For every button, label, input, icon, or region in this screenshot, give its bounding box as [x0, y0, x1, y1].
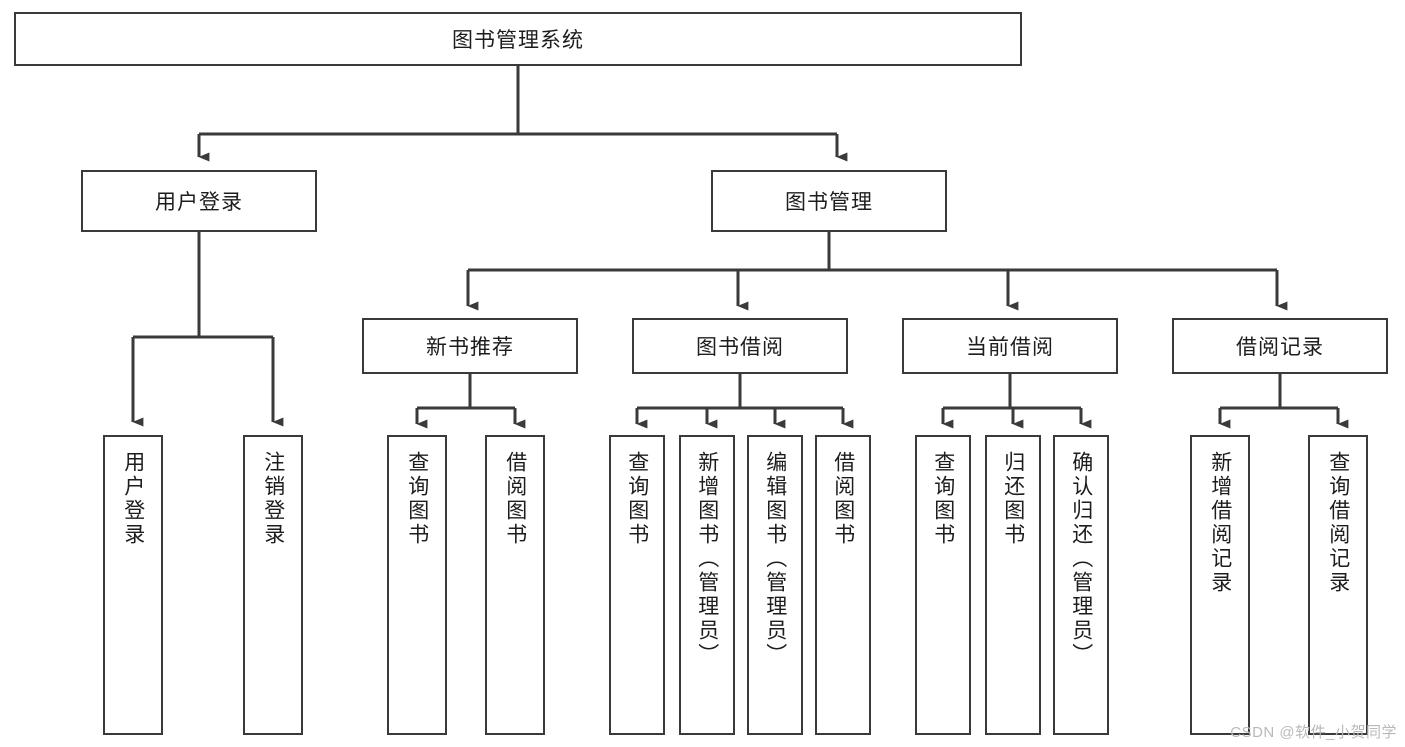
new-book-recommend-to-leaves-connectors	[415, 374, 526, 429]
node-book-borrow[interactable]: 图书借阅	[632, 318, 848, 374]
node-current-borrow[interactable]: 当前借阅	[902, 318, 1118, 374]
node-leaf-add-book-admin-label: 新增图书（管理员）	[695, 451, 719, 667]
node-leaf-query-book-borrow-label: 查询图书	[625, 451, 649, 547]
node-user-login[interactable]: 用户登录	[81, 170, 317, 232]
node-user-login-label: 用户登录	[155, 191, 243, 214]
watermark-text: CSDN @软件_小贺同学	[1230, 724, 1397, 741]
node-new-book-recommend-label: 新书推荐	[426, 336, 514, 359]
node-leaf-query-book-cur-label: 查询图书	[931, 451, 955, 547]
node-new-book-recommend[interactable]: 新书推荐	[362, 318, 578, 374]
node-leaf-return-book-label: 归还图书	[1001, 451, 1025, 547]
node-root-label: 图书管理系统	[452, 29, 584, 52]
node-leaf-borrow-book-label: 借阅图书	[831, 451, 855, 547]
book-borrow-to-leaves-connectors	[635, 374, 854, 429]
node-book-borrow-label: 图书借阅	[696, 336, 784, 359]
node-leaf-borrow-book-rec[interactable]: 借阅图书	[485, 435, 545, 735]
node-leaf-confirm-return-admin[interactable]: 确认归还（管理员）	[1053, 435, 1109, 735]
node-leaf-borrow-book-rec-label: 借阅图书	[503, 451, 527, 547]
node-leaf-logout-label: 注销登录	[261, 451, 285, 547]
node-leaf-query-book-borrow[interactable]: 查询图书	[609, 435, 665, 735]
node-leaf-add-borrow-record-label: 新增借阅记录	[1208, 451, 1232, 595]
root-to-level2-connectors	[197, 66, 848, 162]
node-leaf-query-book-cur[interactable]: 查询图书	[915, 435, 971, 735]
node-borrow-record-label: 借阅记录	[1236, 336, 1324, 359]
node-leaf-query-borrow-record-label: 查询借阅记录	[1326, 451, 1350, 595]
node-leaf-return-book[interactable]: 归还图书	[985, 435, 1041, 735]
node-leaf-logout[interactable]: 注销登录	[243, 435, 303, 735]
current-borrow-to-leaves-connectors	[941, 374, 1092, 429]
node-leaf-query-book-rec-label: 查询图书	[405, 451, 429, 547]
node-leaf-borrow-book[interactable]: 借阅图书	[815, 435, 871, 735]
node-leaf-edit-book-admin-label: 编辑图书（管理员）	[763, 451, 787, 667]
node-leaf-user-login-label: 用户登录	[121, 451, 145, 547]
node-leaf-user-login[interactable]: 用户登录	[103, 435, 163, 735]
node-book-manage[interactable]: 图书管理	[711, 170, 947, 232]
node-leaf-query-book-rec[interactable]: 查询图书	[387, 435, 447, 735]
book-manage-to-level3-connectors	[466, 232, 1288, 311]
node-book-manage-label: 图书管理	[785, 191, 873, 214]
node-leaf-add-book-admin[interactable]: 新增图书（管理员）	[679, 435, 735, 735]
user-login-to-leaves-connectors	[131, 232, 284, 427]
node-root[interactable]: 图书管理系统	[14, 12, 1022, 66]
node-leaf-query-borrow-record[interactable]: 查询借阅记录	[1308, 435, 1368, 735]
node-leaf-edit-book-admin[interactable]: 编辑图书（管理员）	[747, 435, 803, 735]
node-leaf-add-borrow-record[interactable]: 新增借阅记录	[1190, 435, 1250, 735]
node-borrow-record[interactable]: 借阅记录	[1172, 318, 1388, 374]
node-current-borrow-label: 当前借阅	[966, 336, 1054, 359]
node-leaf-confirm-return-admin-label: 确认归还（管理员）	[1069, 451, 1093, 667]
borrow-record-to-leaves-connectors	[1218, 374, 1349, 429]
